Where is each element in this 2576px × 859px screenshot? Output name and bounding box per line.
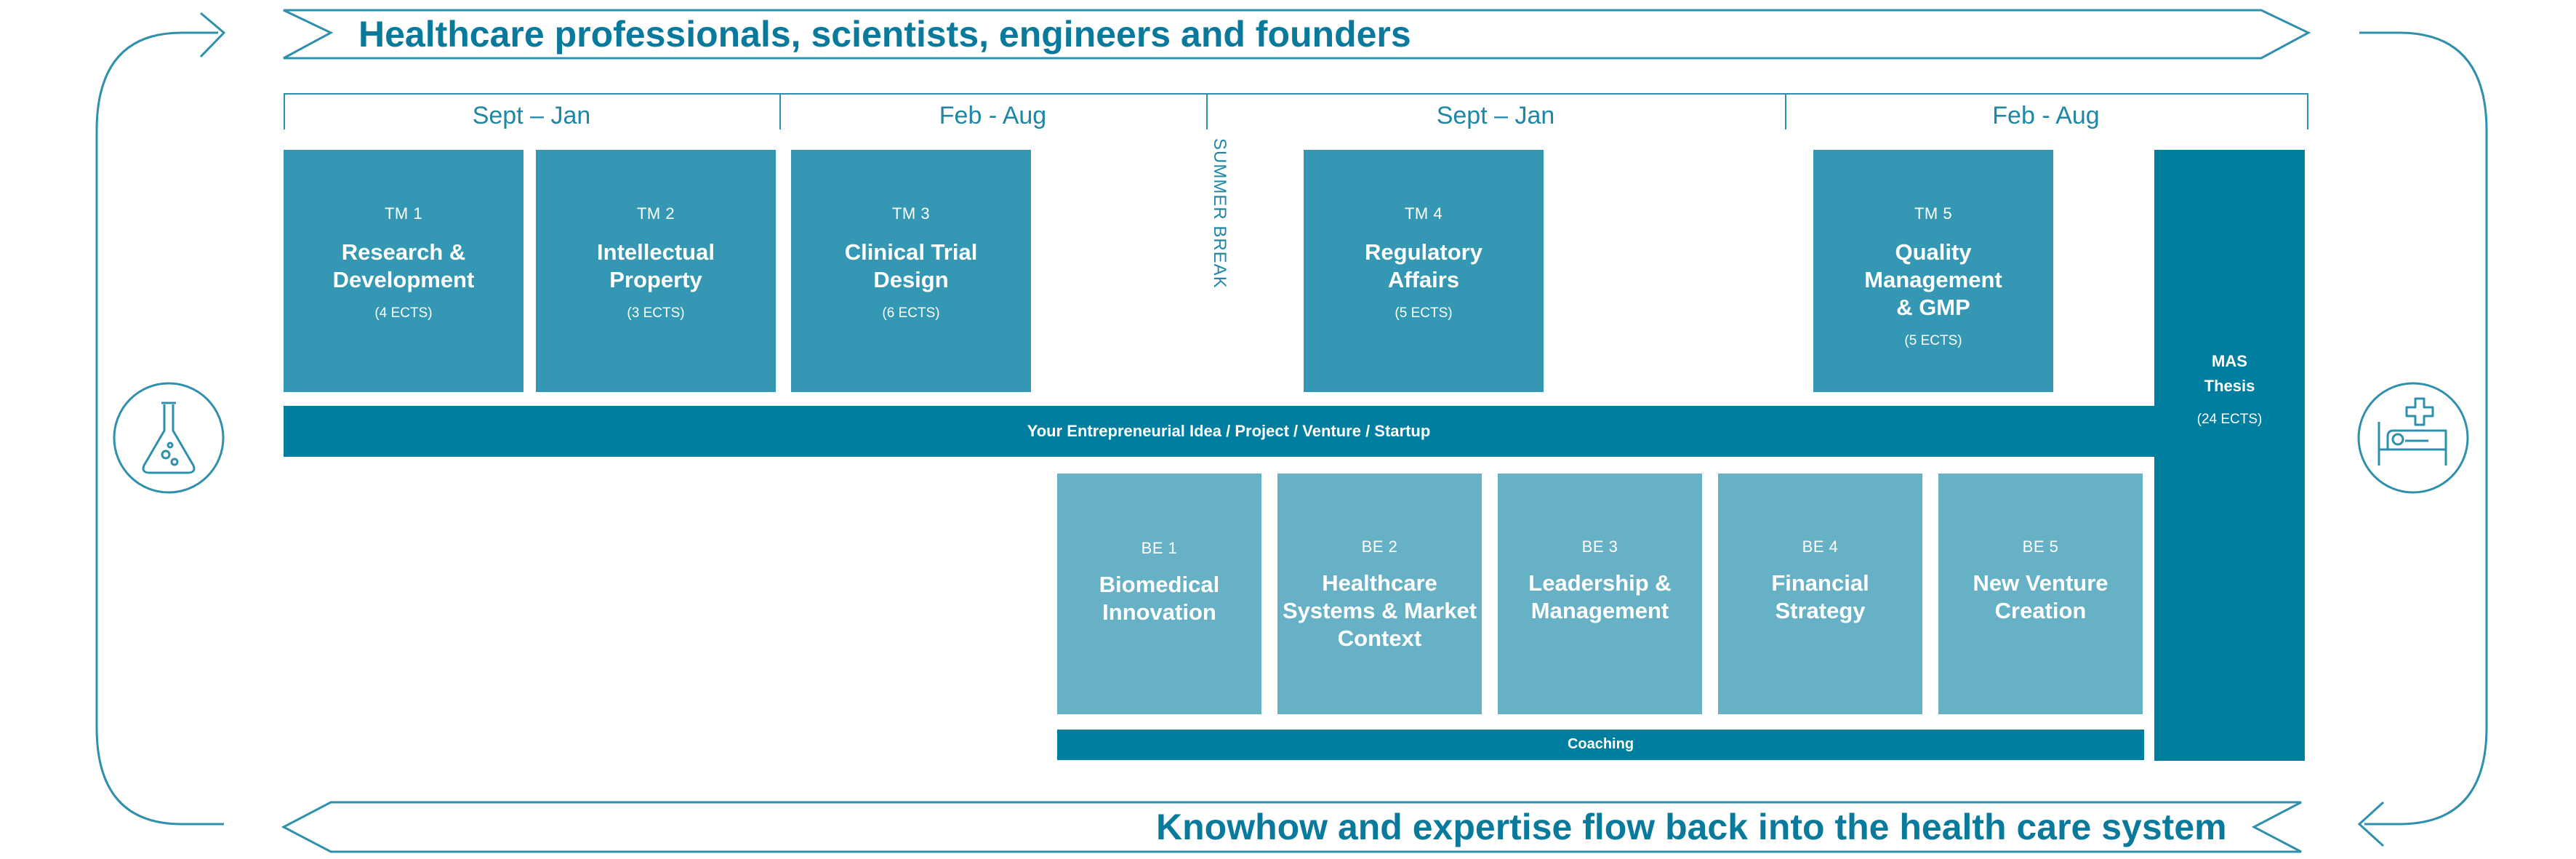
mas-thesis: MAS Thesis (24 ECTS)	[2154, 150, 2305, 761]
module-ects: (6 ECTS)	[882, 305, 940, 321]
module-code: BE 3	[1581, 538, 1618, 556]
module-ects: (4 ECTS)	[374, 305, 433, 321]
module-ects: (5 ECTS)	[1904, 333, 1962, 348]
period-label-1: Sept – Jan	[472, 102, 591, 129]
module-code: TM 3	[891, 204, 931, 223]
period-tick	[284, 93, 285, 129]
hospital-bed-icon	[2378, 397, 2447, 466]
period-label-2: Feb - Aug	[939, 102, 1047, 129]
coaching-bar: Coaching	[1057, 730, 2144, 760]
module-title: Healthcare Systems & Market Context	[1282, 570, 1477, 651]
right-icon-circle	[2357, 382, 2469, 494]
module-title: Quality Management & GMP	[1864, 239, 2002, 320]
module-code: BE 2	[1361, 538, 1398, 556]
module-title: Research & Development	[332, 239, 475, 292]
top-banner-text: Healthcare professionals, scientists, en…	[358, 14, 1411, 55]
thesis-title: MAS Thesis	[2204, 352, 2255, 395]
module-code: TM 2	[636, 204, 675, 223]
summer-break-label: SUMMER BREAK	[1210, 138, 1229, 289]
module-code: TM 1	[384, 204, 423, 223]
module-title: Biomedical Innovation	[1099, 572, 1220, 625]
period-line	[284, 93, 2308, 131]
flask-icon	[142, 401, 196, 474]
module-title: Clinical Trial Design	[844, 239, 978, 292]
period-tick	[1206, 93, 1208, 129]
module-code: BE 4	[1802, 538, 1839, 556]
module-be4: BE 4 Financial Strategy	[1718, 474, 1922, 714]
period-tick	[1785, 93, 1786, 129]
module-tm1: TM 1 Research & Development (4 ECTS)	[284, 150, 523, 392]
right-cycle-arrowhead	[2357, 801, 2385, 847]
module-be1: BE 1 Biomedical Innovation	[1057, 474, 1261, 714]
module-code: BE 1	[1141, 539, 1178, 557]
period-label-4: Feb - Aug	[1992, 102, 2100, 129]
right-cycle-line	[2359, 31, 2488, 826]
thesis-ects: (24 ECTS)	[2196, 412, 2263, 427]
module-title: Financial Strategy	[1771, 570, 1869, 623]
module-code: TM 4	[1404, 204, 1443, 223]
module-tm3: TM 3 Clinical Trial Design (6 ECTS)	[791, 150, 1031, 392]
module-code: BE 5	[2022, 538, 2059, 556]
module-title: Regulatory Affairs	[1365, 239, 1482, 292]
venture-bar: Your Entrepreneurial Idea / Project / Ve…	[284, 406, 2174, 457]
period-label-3: Sept – Jan	[1436, 102, 1555, 129]
period-tick	[779, 93, 781, 129]
module-be3: BE 3 Leadership & Management	[1498, 474, 1702, 714]
module-title: Leadership & Management	[1528, 570, 1672, 623]
module-tm5: TM 5 Quality Management & GMP (5 ECTS)	[1813, 150, 2053, 392]
venture-bar-label: Your Entrepreneurial Idea / Project / Ve…	[1027, 422, 1431, 440]
bottom-banner-text: Knowhow and expertise flow back into the…	[1156, 807, 2227, 847]
module-title: Intellectual Property	[597, 239, 715, 292]
module-be5: BE 5 New Venture Creation	[1938, 474, 2143, 714]
period-tick	[2307, 93, 2308, 129]
module-tm4: TM 4 Regulatory Affairs (5 ECTS)	[1304, 150, 1544, 392]
left-cycle-line	[95, 31, 224, 826]
left-cycle-arrowhead	[199, 12, 226, 58]
module-ects: (3 ECTS)	[627, 305, 685, 321]
module-code: TM 5	[1914, 204, 1953, 223]
module-be2: BE 2 Healthcare Systems & Market Context	[1277, 474, 1482, 714]
top-banner-arrow	[283, 9, 2311, 60]
module-tm2: TM 2 Intellectual Property (3 ECTS)	[536, 150, 776, 392]
module-ects: (5 ECTS)	[1395, 305, 1453, 321]
module-title: New Venture Creation	[1973, 570, 2108, 623]
coaching-bar-label: Coaching	[1567, 736, 1634, 752]
left-icon-circle	[113, 382, 225, 494]
bottom-banner-arrow	[281, 801, 2302, 853]
